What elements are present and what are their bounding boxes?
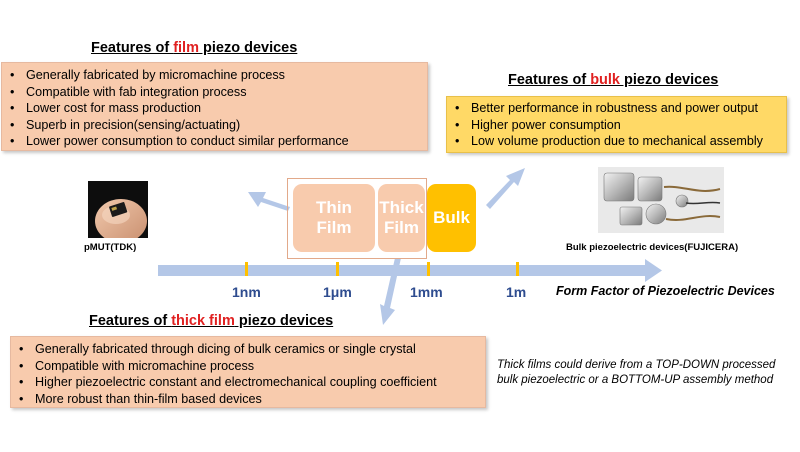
heading-suffix: piezo devices <box>198 40 298 56</box>
film-range-frame <box>287 178 427 259</box>
tick-1m <box>516 262 519 276</box>
list-item: Lower power consumption to conduct simil… <box>10 133 421 150</box>
list-item: Generally fabricated through dicing of b… <box>19 341 479 358</box>
heading-prefix: Features of <box>91 40 174 56</box>
heading-prefix: Features of <box>508 72 591 88</box>
bulk-features-panel: Better performance in robustness and pow… <box>446 96 787 153</box>
tick-label-1mm: 1mm <box>410 284 443 300</box>
bulk-panel-heading: Features of bulk piezo devices <box>508 72 718 88</box>
list-item: Superb in precision(sensing/actuating) <box>10 117 421 134</box>
bulk-devices-caption: Bulk piezoelectric devices(FUJICERA) <box>566 242 739 253</box>
list-item: Better performance in robustness and pow… <box>455 100 780 117</box>
heading-highlight: film <box>173 40 199 56</box>
list-item: Higher piezoelectric constant and electr… <box>19 374 479 391</box>
thick-film-features-panel: Generally fabricated through dicing of b… <box>10 336 486 408</box>
film-features-panel: Generally fabricated by micromachine pro… <box>1 62 428 151</box>
tick-label-1um: 1μm <box>323 284 352 300</box>
list-item: Higher power consumption <box>455 117 780 134</box>
list-item: Lower cost for mass production <box>10 100 421 117</box>
thick-film-box: Thick Film <box>378 184 425 252</box>
heading-suffix: piezo devices <box>620 72 719 88</box>
bulk-features-list: Better performance in robustness and pow… <box>455 100 780 150</box>
bulk-arrow <box>486 168 525 209</box>
tick-label-1m: 1m <box>506 284 527 300</box>
list-item: More robust than thin-film based devices <box>19 391 479 408</box>
pmut-photo <box>88 181 148 238</box>
list-item: Compatible with micromachine process <box>19 358 479 375</box>
thin-film-box: Thin Film <box>293 184 375 252</box>
tick-label-1nm: 1nm <box>232 284 261 300</box>
bulk-devices-photo <box>598 167 724 233</box>
film-features-list: Generally fabricated by micromachine pro… <box>10 67 421 150</box>
list-item: Low volume production due to mechanical … <box>455 133 780 150</box>
tick-1um <box>336 262 339 276</box>
tick-1nm <box>245 262 248 276</box>
heading-prefix: Features of <box>89 313 172 329</box>
pmut-caption: pMUT(TDK) <box>84 242 137 253</box>
thick-film-note: Thick films could derive from a TOP-DOWN… <box>497 359 776 386</box>
heading-highlight: bulk <box>590 72 620 88</box>
axis-label: Form Factor of Piezoelectric Devices <box>556 284 775 298</box>
film-panel-heading: Features of film piezo devices <box>91 40 297 56</box>
film-arrow <box>248 192 290 211</box>
list-item: Compatible with fab integration process <box>10 84 421 101</box>
thick-film-features-list: Generally fabricated through dicing of b… <box>19 341 479 407</box>
form-factor-axis-arrow <box>158 259 662 282</box>
tick-1mm <box>427 262 430 276</box>
list-item: Generally fabricated by micromachine pro… <box>10 67 421 84</box>
heading-suffix: piezo devices <box>234 313 334 329</box>
thick-panel-heading: Features of thick film piezo devices <box>89 313 333 329</box>
bulk-box: Bulk <box>427 184 476 252</box>
heading-highlight: thick film <box>171 313 235 329</box>
thick-film-arrow <box>380 258 401 325</box>
